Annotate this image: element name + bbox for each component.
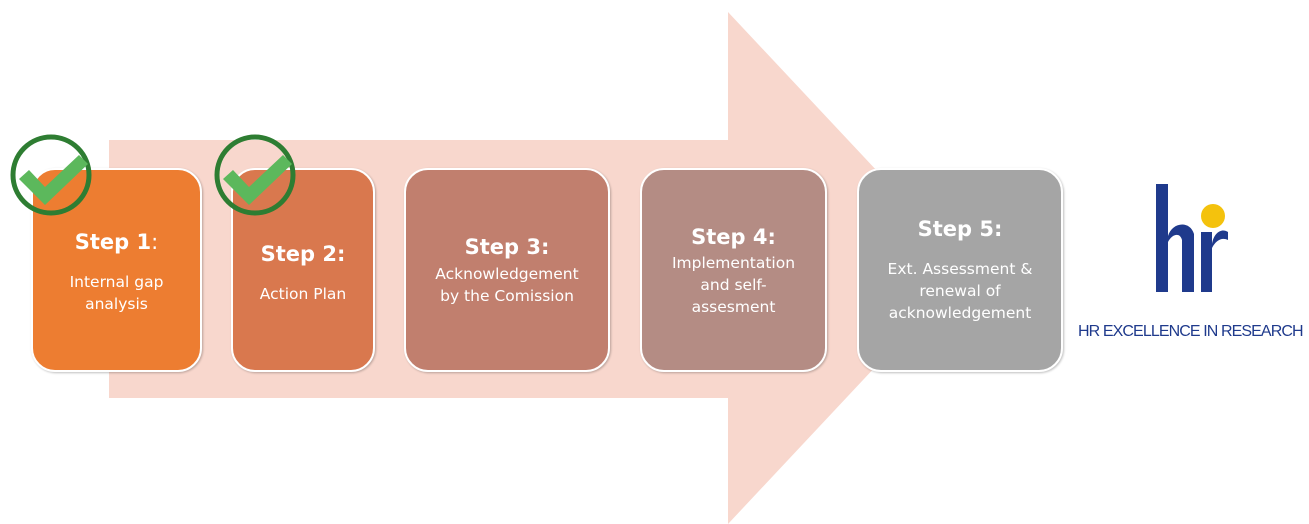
step-5-title: Step 5: — [917, 217, 1003, 241]
step-2-title: Step 2: — [260, 242, 346, 266]
step-4-title: Step 4: — [691, 225, 776, 249]
logo-caption: HR EXCELLENCE IN RESEARCH — [1078, 323, 1304, 340]
step-1-title: Step 1: — [74, 230, 159, 254]
step-2-card: Step 2: Action Plan — [231, 168, 375, 372]
step-2-description: Action Plan — [259, 285, 347, 303]
hr-excellence-logo — [1156, 184, 1228, 292]
step-3-title: Step 3: — [464, 235, 550, 259]
check-icon — [10, 134, 92, 216]
check-icon — [214, 134, 296, 216]
